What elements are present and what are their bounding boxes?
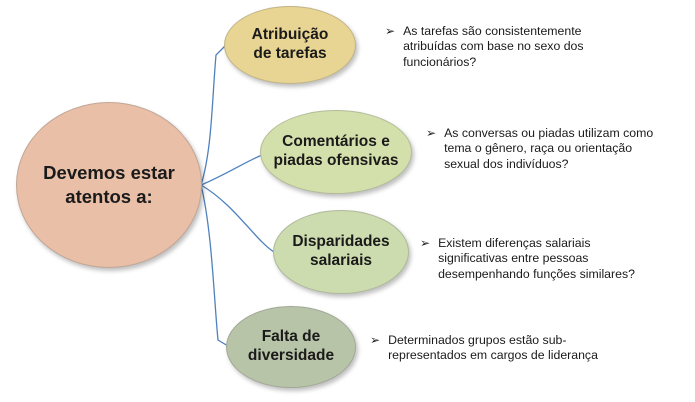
note-text: Existem diferenças salariais significati… [438,236,635,281]
connector-to-comentarios [200,154,263,186]
topic-label: Falta de diversidade [247,328,335,364]
arrow-bullet-icon: ➢ [426,126,437,140]
connector-trunk [200,44,227,186]
connector-to-falta [200,184,229,347]
center-label: Devemos estar atentos a: [43,161,175,207]
note-text: Determinados grupos estão sub- represent… [388,333,598,363]
topic-atribuicao-de-tarefas: Atribuição de tarefas [224,6,356,84]
connector-to-disparidades [200,184,275,253]
topic-label: Disparidades salariais [292,233,390,269]
note-text: As conversas ou piadas utilizam como tem… [444,126,654,171]
note-atribuicao: ➢ As tarefas são consistentemente atribu… [385,24,584,70]
topic-label: Comentários e piadas ofensivas [273,133,399,169]
topic-falta-de-diversidade: Falta de diversidade [226,306,356,388]
note-text: As tarefas são consistentemente atribuíd… [403,24,584,69]
topic-label: Atribuição de tarefas [251,26,329,62]
note-comentarios: ➢ As conversas ou piadas utilizam como t… [426,126,653,172]
note-falta-de-diversidade: ➢ Determinados grupos estão sub- represe… [370,333,598,364]
arrow-bullet-icon: ➢ [385,24,396,38]
center-node: Devemos estar atentos a: [16,102,202,268]
topic-comentarios-e-piadas: Comentários e piadas ofensivas [260,110,412,194]
topic-disparidades-salariais: Disparidades salariais [273,210,409,294]
arrow-bullet-icon: ➢ [370,333,381,347]
note-disparidades: ➢ Existem diferenças salariais significa… [420,236,635,282]
arrow-bullet-icon: ➢ [420,236,431,250]
